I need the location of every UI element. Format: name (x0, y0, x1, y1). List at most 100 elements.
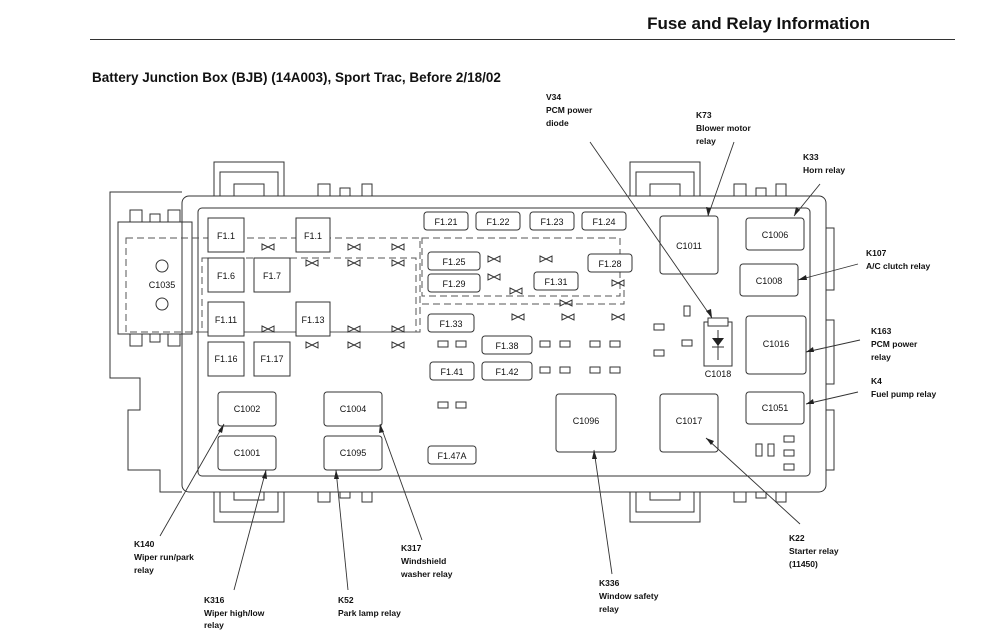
c1095-label: C1095 (340, 448, 367, 458)
arrowheads (218, 207, 814, 479)
c1016-label: C1016 (763, 339, 790, 349)
svg-text:PCM power: PCM power (546, 105, 593, 115)
svg-text:A/C clutch relay: A/C clutch relay (866, 261, 931, 271)
c1035-connector: C1035 (149, 259, 176, 311)
fuse-f1-1a (207, 217, 245, 253)
c1096-label: C1096 (573, 416, 600, 426)
fuse-slots (261, 243, 625, 349)
svg-text:K22: K22 (789, 533, 805, 543)
c1035-label: C1035 (149, 280, 176, 290)
svg-text:Fuel pump relay: Fuel pump relay (871, 389, 936, 399)
fuse-f1-17 (253, 341, 291, 377)
fuse-f1-11-label: F1.11 (215, 315, 237, 325)
svg-text:(11450): (11450) (789, 559, 818, 569)
c1004-label: C1004 (340, 404, 367, 414)
fuse-f1-28-label: F1.28 (598, 259, 621, 269)
c1002-label: C1002 (234, 404, 261, 414)
svg-text:relay: relay (134, 565, 154, 575)
fuse-f1-16-label: F1.16 (214, 354, 237, 364)
fuse-f1-7-label: F1.7 (263, 271, 281, 281)
fuse-f1-21-label: F1.21 (434, 217, 457, 227)
fuse-f1-13 (295, 301, 331, 337)
fuse-f1-33-label: F1.33 (439, 319, 462, 329)
fuse-f1-38-label: F1.38 (495, 341, 518, 351)
callout-k22: K22 Starter relay (11450) (789, 533, 839, 569)
fuse-f1-11 (207, 301, 245, 337)
svg-text:V34: V34 (546, 92, 561, 102)
fuse-f1-17-label: F1.17 (260, 354, 283, 364)
svg-text:K4: K4 (871, 376, 882, 386)
svg-text:washer relay: washer relay (400, 569, 453, 579)
svg-text:Wiper run/park: Wiper run/park (134, 552, 194, 562)
svg-text:Window safety: Window safety (599, 591, 659, 601)
svg-text:Park lamp relay: Park lamp relay (338, 608, 401, 618)
terminal-pads (437, 305, 795, 471)
callout-k52: K52 Park lamp relay (338, 595, 401, 618)
svg-text:PCM power: PCM power (871, 339, 918, 349)
svg-text:Windshield: Windshield (401, 556, 446, 566)
fuse-f1-24-label: F1.24 (592, 217, 615, 227)
callout-v34: V34 PCM power diode (546, 92, 593, 128)
callout-labels: V34 PCM power diode K73 Blower motor rel… (134, 92, 936, 630)
svg-text:K33: K33 (803, 152, 819, 162)
svg-text:Blower motor: Blower motor (696, 123, 751, 133)
c1017-label: C1017 (676, 416, 703, 426)
callout-k140: K140 Wiper run/park relay (134, 539, 194, 575)
fuse-f1-16 (207, 341, 245, 377)
fuse-f1-41-label: F1.41 (440, 367, 463, 377)
mini-fuses: F1.21 F1.22 F1.23 F1.24 F1.25 F1.28 F1.2… (423, 211, 633, 465)
fuse-f1-6 (207, 257, 245, 293)
c1008-label: C1008 (756, 276, 783, 286)
svg-text:K107: K107 (866, 248, 887, 258)
fuse-f1-29-label: F1.29 (442, 279, 465, 289)
svg-text:K316: K316 (204, 595, 225, 605)
fuse-f1-1b (295, 217, 331, 253)
header-rule (90, 39, 955, 40)
fuse-f1-22-label: F1.22 (486, 217, 509, 227)
fuse-f1-1a-label: F1.1 (217, 231, 235, 241)
callout-k4: K4 Fuel pump relay (871, 376, 936, 399)
c1006-label: C1006 (762, 230, 789, 240)
fuse-f1-23-label: F1.23 (540, 217, 563, 227)
svg-text:Starter relay: Starter relay (789, 546, 839, 556)
svg-text:Wiper high/low: Wiper high/low (204, 608, 265, 618)
svg-text:K52: K52 (338, 595, 354, 605)
c1018-diode: C1018 (703, 317, 733, 379)
c1018-label: C1018 (705, 369, 732, 379)
svg-text:K336: K336 (599, 578, 620, 588)
callout-k33: K33 Horn relay (803, 152, 845, 175)
callout-k336: K336 Window safety relay (599, 578, 659, 614)
svg-text:relay: relay (696, 136, 716, 146)
c1051-label: C1051 (762, 403, 789, 413)
svg-text:K73: K73 (696, 110, 712, 120)
svg-text:relay: relay (204, 620, 224, 630)
page-title: Fuse and Relay Information (647, 14, 870, 33)
svg-text:K140: K140 (134, 539, 155, 549)
leader-lines (159, 141, 861, 591)
svg-text:relay: relay (599, 604, 619, 614)
fuse-f1-42-label: F1.42 (495, 367, 518, 377)
fuse-f1-7 (253, 257, 291, 293)
diagram-title: Battery Junction Box (BJB) (14A003), Spo… (92, 70, 501, 85)
svg-text:relay: relay (871, 352, 891, 362)
fuse-f1-13-label: F1.13 (301, 315, 324, 325)
c1011-label: C1011 (676, 241, 702, 251)
callout-k316: K316 Wiper high/low relay (204, 595, 265, 630)
svg-text:diode: diode (546, 118, 569, 128)
svg-text:K317: K317 (401, 543, 422, 553)
svg-text:K163: K163 (871, 326, 892, 336)
maxi-fuses: F1.1 F1.1 F1.6 F1.7 F1.11 F1.13 F1.16 F1… (207, 217, 331, 377)
svg-text:Horn relay: Horn relay (803, 165, 845, 175)
c1001-label: C1001 (234, 448, 261, 458)
fuse-f1-1b-label: F1.1 (304, 231, 322, 241)
housing (109, 161, 835, 523)
callout-k317: K317 Windshield washer relay (400, 543, 453, 579)
fuse-f1-47a-label: F1.47A (437, 451, 466, 461)
fuse-f1-31-label: F1.31 (544, 277, 567, 287)
callout-k73: K73 Blower motor relay (696, 110, 751, 146)
fuse-f1-25-label: F1.25 (442, 257, 465, 267)
fuse-f1-6-label: F1.6 (217, 271, 235, 281)
callout-k107: K107 A/C clutch relay (866, 248, 931, 271)
relays: C1002 C1001 C1004 C1095 C1096 C1011 C101… (217, 215, 807, 471)
